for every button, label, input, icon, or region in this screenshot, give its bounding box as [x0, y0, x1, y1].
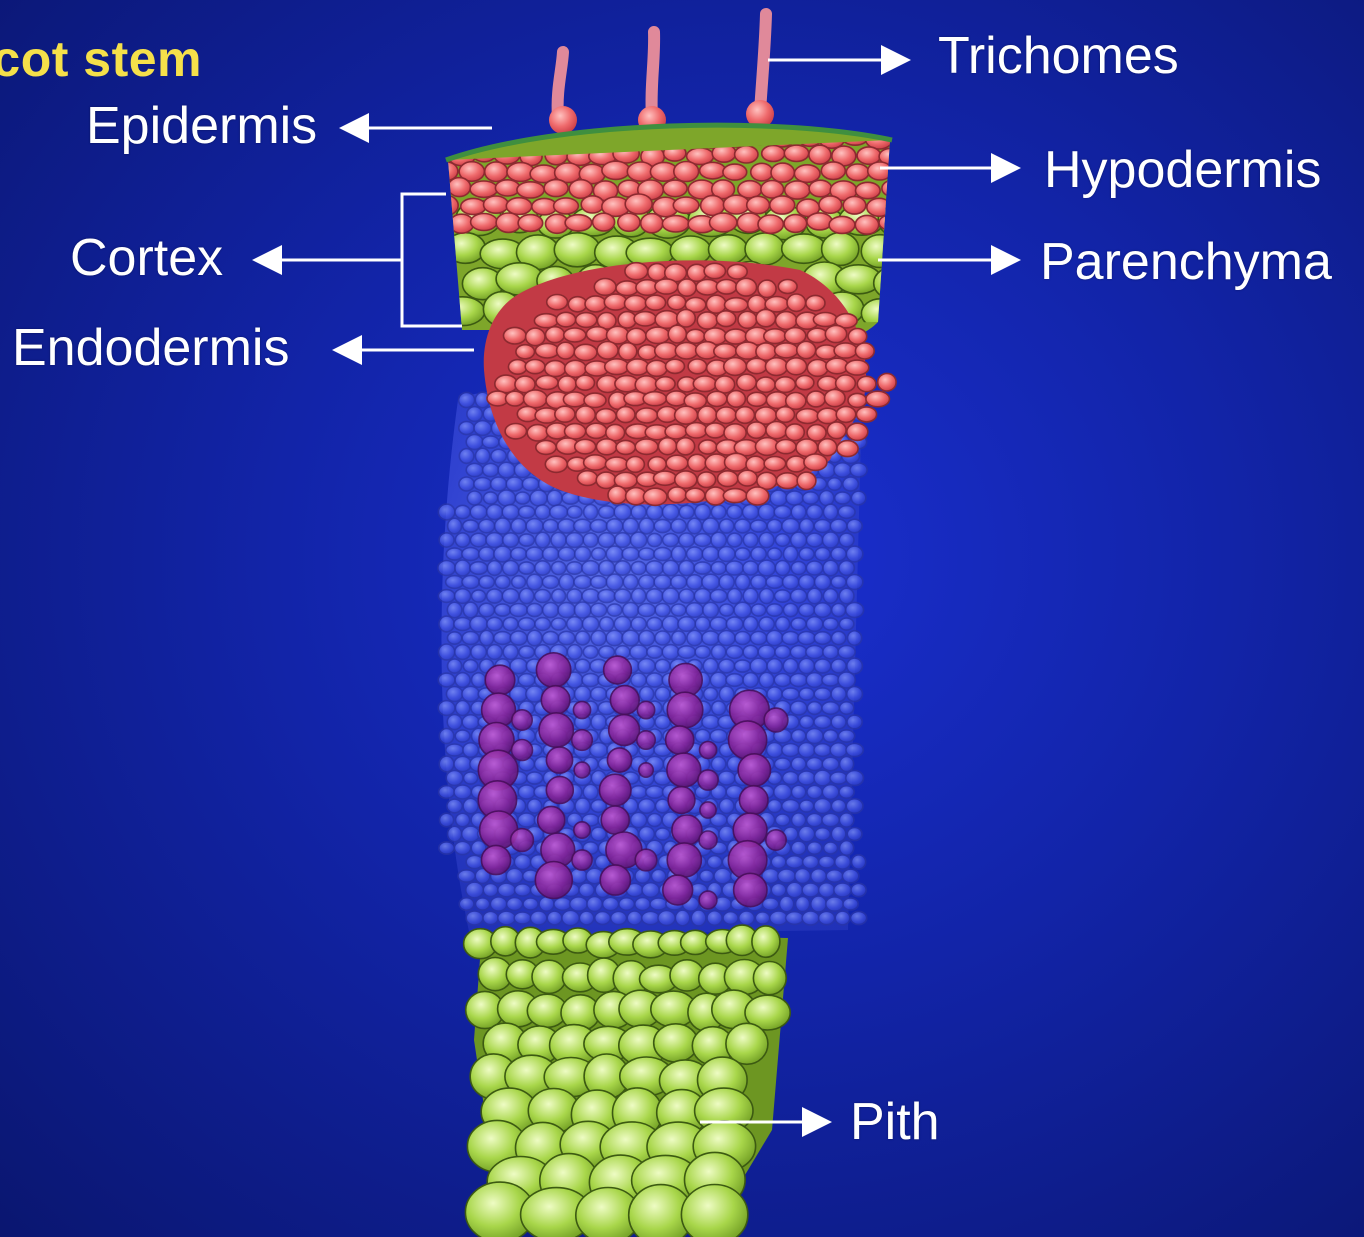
label-cortex: Cortex — [70, 228, 223, 288]
label-pith: Pith — [850, 1092, 940, 1152]
pith-tissue — [464, 925, 791, 1237]
label-hypodermis: Hypodermis — [1044, 140, 1321, 200]
label-endodermis: Endodermis — [12, 318, 289, 378]
label-parenchyma: Parenchyma — [1040, 232, 1332, 292]
trichomes-hairs — [549, 14, 774, 134]
label-trichomes: Trichomes — [938, 26, 1179, 86]
label-epidermis: Epidermis — [86, 96, 317, 156]
